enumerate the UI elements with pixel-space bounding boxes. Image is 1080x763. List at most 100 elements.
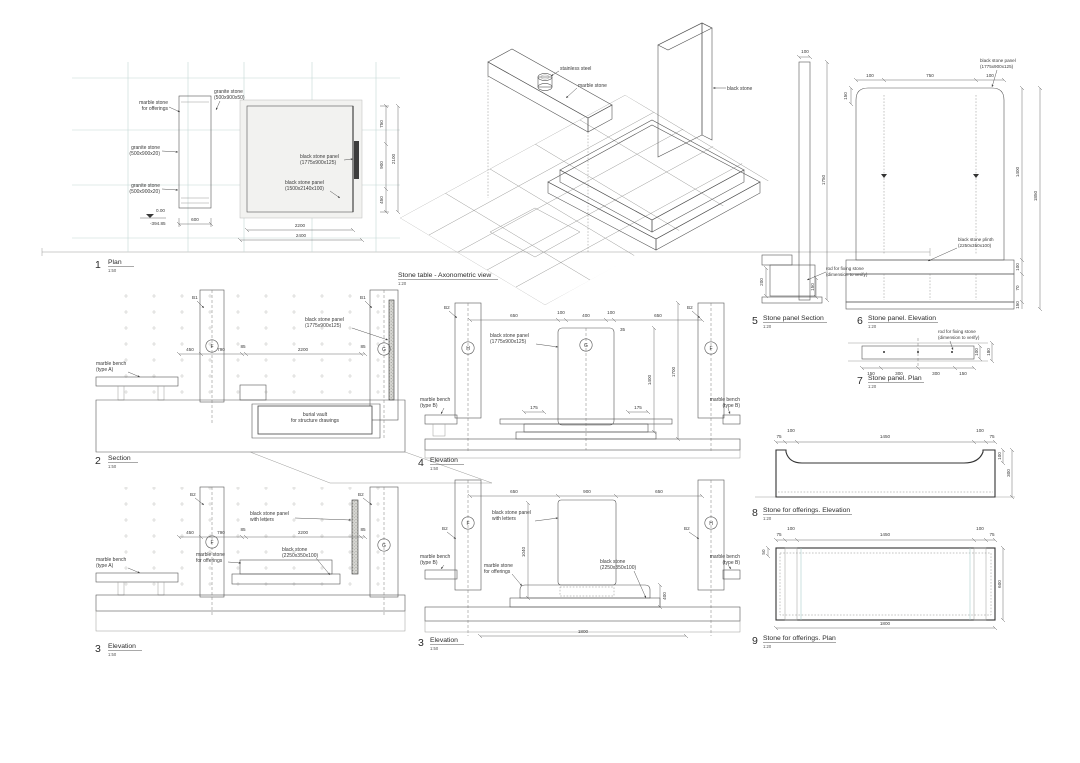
black-stone-panel-section: [388, 299, 395, 401]
title-1: 1 Plan 1:50: [95, 259, 134, 273]
svg-text:Stone for offerings. Plan: Stone for offerings. Plan: [763, 635, 836, 642]
svg-text:650: 650: [654, 313, 662, 318]
svg-text:-394.85: -394.85: [150, 221, 166, 226]
elevation3c-dims: 650 900 650 1040 400 1800: [467, 489, 705, 639]
svg-text:100: 100: [997, 452, 1002, 460]
svg-text:Elevation: Elevation: [430, 457, 458, 464]
offering-stone-elevation: [775, 449, 996, 498]
svg-text:(1775x900x125): (1775x900x125): [300, 160, 336, 166]
title-3-center: 3 Elevation 1:50: [418, 637, 464, 651]
svg-text:150: 150: [843, 92, 848, 100]
svg-text:Stone panel Section: Stone panel Section: [763, 315, 824, 322]
svg-text:Elevation: Elevation: [108, 643, 136, 650]
marble-bench-right: [722, 414, 741, 425]
drawing-2-section: F G B1 B1 marble bench (type A) black st…: [95, 289, 493, 484]
label-vault: burial vault: [303, 412, 328, 418]
svg-text:Plan: Plan: [108, 259, 122, 266]
svg-text:750: 750: [379, 120, 384, 128]
svg-text:marble bench: marble bench: [710, 554, 741, 560]
svg-text:(2250x350x100): (2250x350x100): [600, 565, 636, 571]
offering-stone-plan: [775, 547, 996, 621]
ground-band-1: [424, 438, 741, 451]
svg-text:100: 100: [607, 310, 615, 315]
svg-text:100: 100: [986, 73, 994, 78]
svg-text:(type B): (type B): [420, 560, 438, 566]
title-2: 2 Section 1:50: [95, 455, 138, 469]
label-plinth: black stone plinth: [958, 237, 994, 242]
drawing-4-elevation: H G F B2 B2 black stone panel (1775x900x…: [418, 300, 741, 471]
plan-labels: marble stone for offerings granite stone…: [129, 89, 354, 199]
label-black-panel: black stone panel: [300, 154, 339, 160]
svg-text:marble stone: marble stone: [484, 563, 513, 569]
svg-text:180: 180: [986, 348, 991, 356]
svg-text:black stone: black stone: [600, 559, 626, 565]
label-granite-a: granite stone: [131, 145, 160, 151]
svg-text:1400: 1400: [647, 374, 652, 385]
base-band: [845, 301, 1015, 310]
svg-text:marble bench: marble bench: [420, 554, 451, 560]
svg-text:2400: 2400: [296, 233, 307, 238]
foundation: [769, 264, 816, 297]
svg-text:900: 900: [379, 161, 384, 169]
svg-text:175: 175: [634, 405, 642, 410]
svg-text:H: H: [466, 346, 470, 352]
drawing-8-offerings-elevation: 75 100 1450 100 75 100 300 8 Stone for o…: [752, 428, 1015, 521]
label-rod: rod for fixing stone: [826, 266, 864, 271]
elevation-dims: 450 790 85 2200 85: [176, 527, 368, 540]
svg-text:1:20: 1:20: [763, 516, 772, 521]
axon-bench: [487, 48, 613, 252]
marble-bench-left: [424, 414, 458, 425]
svg-text:100: 100: [787, 526, 795, 531]
svg-text:1:50: 1:50: [430, 466, 439, 471]
svg-text:(1775x900x125): (1775x900x125): [305, 323, 341, 329]
svg-text:5: 5: [752, 315, 758, 327]
ground-band-2: [95, 610, 406, 632]
svg-text:100: 100: [976, 526, 984, 531]
svg-text:for structure drawings: for structure drawings: [291, 418, 340, 424]
offering-plan-dims: 75 100 1450 100 75 50 600 1800: [761, 526, 1006, 631]
svg-text:35: 35: [620, 327, 626, 332]
panel-elev-dims: 100 750 100 150 1400 1850 100 70 150: [843, 73, 1043, 312]
svg-text:marble bench: marble bench: [420, 397, 451, 403]
svg-text:H: H: [709, 521, 713, 527]
title-3-left: 3 Elevation 1:50: [95, 643, 142, 657]
svg-text:400: 400: [582, 313, 590, 318]
svg-text:450: 450: [186, 530, 194, 535]
svg-text:(2250x350x100): (2250x350x100): [282, 553, 318, 559]
svg-text:650: 650: [510, 313, 518, 318]
drawing-1-plan: marble stone for offerings granite stone…: [72, 62, 401, 273]
svg-text:1:50: 1:50: [108, 464, 117, 469]
svg-text:2200: 2200: [295, 223, 306, 228]
svg-text:(500x900x20): (500x900x20): [129, 151, 160, 157]
svg-text:8: 8: [752, 507, 758, 519]
svg-text:100: 100: [974, 348, 979, 356]
svg-text:70: 70: [1015, 285, 1020, 291]
svg-text:(type B): (type B): [722, 560, 740, 566]
svg-text:1:20: 1:20: [868, 384, 877, 389]
title-5: 5 Stone panel Section 1:20: [752, 315, 827, 329]
svg-text:2200: 2200: [298, 530, 309, 535]
svg-text:0.00: 0.00: [156, 208, 165, 213]
svg-text:G: G: [382, 347, 386, 353]
svg-text:G: G: [584, 343, 588, 349]
svg-text:1750: 1750: [821, 174, 826, 185]
tag-b: B1: [360, 295, 366, 300]
burial-vault: [257, 405, 373, 435]
tag-b: B1: [192, 295, 198, 300]
elevation4-dims: 650 100 400 100 650 1400 1700 175 175 35: [467, 300, 705, 442]
svg-text:marble bench: marble bench: [96, 557, 127, 563]
svg-text:with letters: with letters: [250, 517, 274, 523]
offering-stone-plan: [178, 95, 212, 209]
label-black-stone: black stone: [727, 86, 753, 92]
svg-text:790: 790: [217, 347, 225, 352]
svg-text:100: 100: [866, 73, 874, 78]
drawing-3-elevation-center: F H B2 B2 black stone panel with letters…: [418, 479, 741, 651]
svg-text:black stone: black stone: [282, 547, 308, 553]
svg-text:(1500x2140x100): (1500x2140x100): [285, 186, 324, 192]
svg-text:1: 1: [95, 259, 101, 271]
svg-text:1450: 1450: [880, 434, 891, 439]
svg-text:100: 100: [787, 428, 795, 433]
svg-text:1:20: 1:20: [763, 324, 772, 329]
marble-bench: [95, 572, 179, 583]
svg-text:75: 75: [776, 532, 782, 537]
